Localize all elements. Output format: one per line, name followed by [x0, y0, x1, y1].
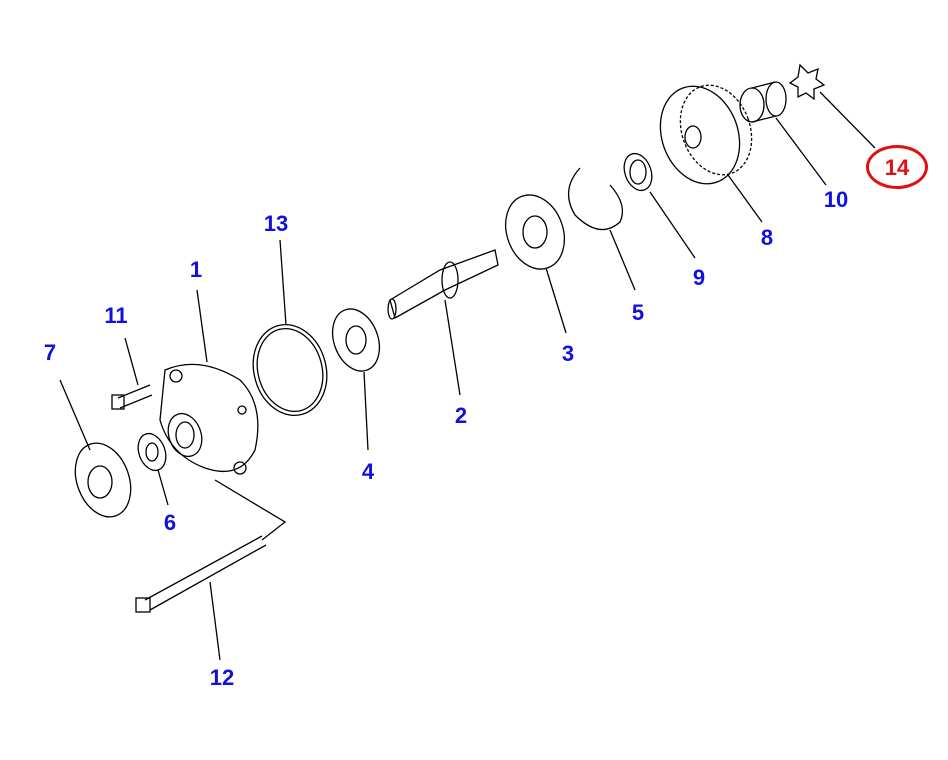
callout-13[interactable]: 13 [263, 211, 289, 236]
callout-2[interactable]: 2 [454, 403, 468, 428]
callout-7[interactable]: 7 [43, 340, 57, 365]
part-13-o-ring [252, 239, 328, 417]
callout-11[interactable]: 11 [104, 303, 128, 328]
part-10-bushing [739, 81, 827, 186]
callout-10[interactable]: 10 [823, 187, 849, 212]
part-11-bolt [111, 337, 153, 410]
part-2-shaft [387, 249, 499, 396]
part-6-seal [137, 432, 169, 506]
callout-1[interactable]: 1 [189, 257, 203, 282]
part-1-housing [159, 289, 259, 475]
callout-5[interactable]: 5 [631, 300, 645, 325]
part-9-ring [623, 152, 696, 259]
callout-14[interactable]: 14 [884, 155, 910, 180]
callout-6[interactable]: 6 [163, 510, 177, 535]
part-12-long-bolt [135, 479, 287, 661]
part-3-bearing [505, 194, 567, 334]
part-8-gear [659, 84, 763, 223]
callout-3[interactable]: 3 [561, 341, 575, 366]
part-7-flange [59, 379, 132, 518]
callout-12[interactable]: 12 [209, 665, 235, 690]
callout-8[interactable]: 8 [760, 225, 774, 250]
part-5-snap-ring [568, 167, 636, 291]
callout-4[interactable]: 4 [361, 459, 375, 484]
part-4-bearing [331, 308, 381, 451]
callout-9[interactable]: 9 [692, 265, 706, 290]
part-14-small-gear [788, 63, 876, 149]
highlight-ring [866, 145, 928, 189]
